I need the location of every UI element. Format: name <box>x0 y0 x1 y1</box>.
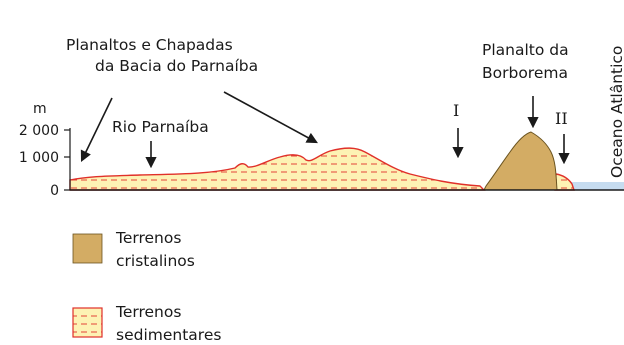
legend-crystalline-line2: cristalinos <box>116 252 195 270</box>
legend-swatch-crystalline <box>72 233 103 264</box>
ocean-label: Oceano Atlântico <box>608 46 624 178</box>
legend-crystalline-line1: Terrenos <box>115 229 181 247</box>
sedimentary-terrain <box>69 147 486 191</box>
ocean-area <box>570 182 624 190</box>
arrow-diagonal-icon <box>80 97 113 163</box>
plateaus-label-line1: Planaltos e Chapadas <box>66 36 233 54</box>
river-label: Rio Parnaíba <box>112 118 209 136</box>
arrow-diagonal-icon <box>223 91 318 144</box>
tick-label-1000: 1 000 <box>19 150 59 166</box>
axis-unit: m <box>33 101 47 117</box>
legend-sedimentary-line2: sedimentares <box>116 326 221 344</box>
plateaus-label-line2: da Bacia do Parnaíba <box>95 57 258 75</box>
borborema-label-line2: Borborema <box>482 64 568 82</box>
marker-II-label: II <box>555 109 568 128</box>
borborema-label-line1: Planalto da <box>482 41 569 59</box>
coastal-sediment <box>554 173 575 191</box>
marker-I-label: I <box>453 101 459 120</box>
tick-label-2000: 2 000 <box>19 123 59 139</box>
legend-sedimentary-line1: Terrenos <box>115 303 181 321</box>
legend-swatch-sedimentary <box>72 307 103 338</box>
crystalline-terrain <box>483 131 558 191</box>
tick-label-0: 0 <box>50 183 59 199</box>
